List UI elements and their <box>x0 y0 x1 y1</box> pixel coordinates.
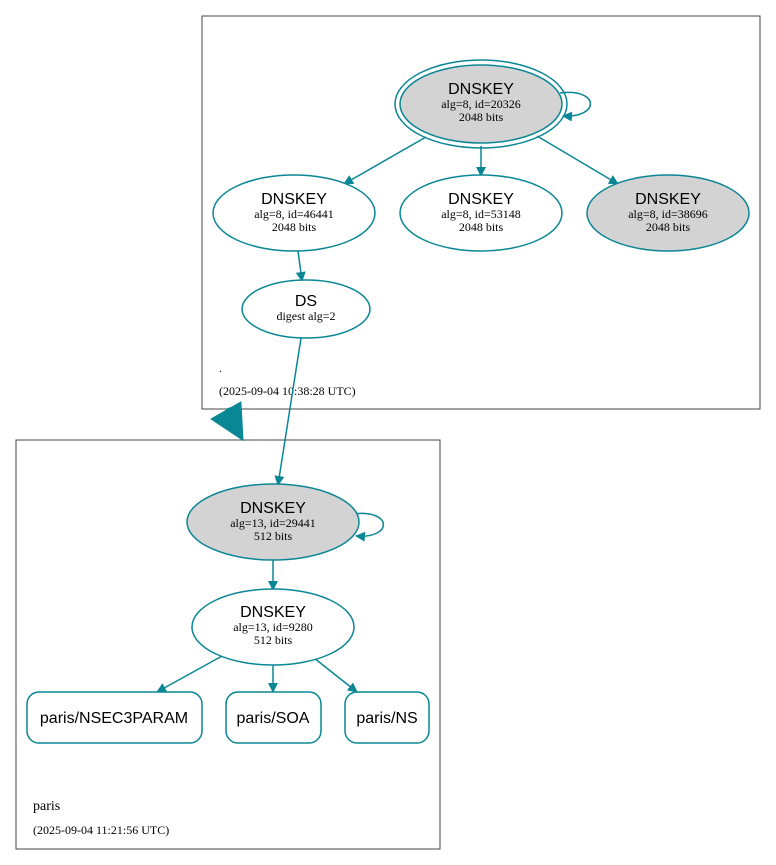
node-detail: alg=8, id=53148 <box>441 207 521 221</box>
node-title: DNSKEY <box>448 191 514 208</box>
node-shape <box>241 279 371 339</box>
node-shape <box>191 588 355 666</box>
node-dnskey-29441[interactable]: DNSKEY alg=13, id=29441 512 bits <box>186 483 360 561</box>
edge-ds-to-paris-ksk <box>274 337 302 486</box>
node-dnskey-38696[interactable]: DNSKEY alg=8, id=38696 2048 bits <box>586 174 750 252</box>
node-shape <box>186 483 360 561</box>
node-shape <box>399 174 563 252</box>
node-detail: alg=8, id=20326 <box>441 97 521 111</box>
node-ds[interactable]: DS digest alg=2 <box>241 279 371 339</box>
node-detail: alg=13, id=9280 <box>233 620 313 634</box>
node-detail: alg=8, id=38696 <box>628 207 708 221</box>
node-size: 2048 bits <box>272 220 317 234</box>
node-size: 512 bits <box>254 633 293 647</box>
zone-paris-name: paris <box>33 799 60 814</box>
zone-root-border <box>201 15 761 410</box>
node-title: paris/NSEC3PARAM <box>40 710 188 727</box>
edge-root-ksk-to-zsk-46441 <box>343 136 427 185</box>
edge-paris-zsk-to-ns <box>313 657 358 693</box>
zone-root-timestamp: (2025-09-04 10:38:28 UTC) <box>219 384 356 398</box>
node-size: 2048 bits <box>459 220 504 234</box>
edges <box>156 91 619 693</box>
node-shape <box>212 174 376 252</box>
edge-paris-zsk-to-nsec3param <box>156 655 223 693</box>
node-title: DNSKEY <box>448 81 514 98</box>
node-shape <box>26 691 203 744</box>
node-shape <box>399 64 563 144</box>
edge-zsk-46441-to-ds <box>295 250 306 282</box>
edge-paris-ksk-self-signed <box>352 512 384 542</box>
node-size: 2048 bits <box>646 220 691 234</box>
node-size: 2048 bits <box>459 110 504 124</box>
node-rrset-nsec3param[interactable]: paris/NSEC3PARAM <box>26 691 203 744</box>
node-detail: alg=13, id=29441 <box>230 516 316 530</box>
edge-root-ksk-to-zsk-38696 <box>536 135 619 185</box>
node-dnskey-46441[interactable]: DNSKEY alg=8, id=46441 2048 bits <box>212 174 376 252</box>
node-title: DNSKEY <box>261 191 327 208</box>
node-title: DNSKEY <box>240 604 306 621</box>
node-title: DNSKEY <box>635 191 701 208</box>
node-detail: digest alg=2 <box>276 309 335 323</box>
zone-root: . (2025-09-04 10:38:28 UTC) <box>201 15 761 410</box>
node-shape <box>344 691 430 744</box>
zone-root-name: . <box>219 361 222 375</box>
node-dnskey-9280[interactable]: DNSKEY alg=13, id=9280 512 bits <box>191 588 355 666</box>
zone-paris-timestamp: (2025-09-04 11:21:56 UTC) <box>33 823 169 837</box>
node-size: 512 bits <box>254 529 293 543</box>
node-rrset-soa[interactable]: paris/SOA <box>225 691 322 744</box>
node-title: DS <box>295 293 317 310</box>
node-title: DNSKEY <box>240 500 306 517</box>
edge-root-ksk-self-signed <box>559 91 591 122</box>
node-dnskey-20326[interactable]: DNSKEY alg=8, id=20326 2048 bits <box>394 59 568 149</box>
node-dnskey-53148[interactable]: DNSKEY alg=8, id=53148 2048 bits <box>399 174 563 252</box>
node-outer-ring <box>394 59 568 149</box>
node-detail: alg=8, id=46441 <box>254 207 334 221</box>
node-rrset-ns[interactable]: paris/NS <box>344 691 430 744</box>
node-shape <box>225 691 322 744</box>
node-shape <box>586 174 750 252</box>
node-title: paris/SOA <box>237 710 310 727</box>
node-title: paris/NS <box>356 710 417 727</box>
edge-zone-delegation <box>210 401 244 442</box>
